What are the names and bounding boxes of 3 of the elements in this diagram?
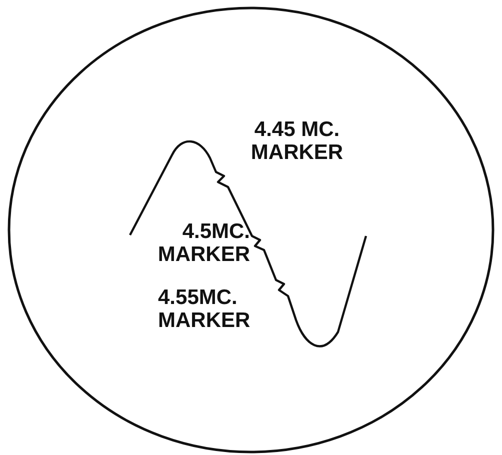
marker-label: 4.45 MC. MARKER [250,118,344,164]
marker-label: 4.55MC. MARKER [158,286,252,332]
marker-label: 4.5MC. MARKER [156,220,250,266]
